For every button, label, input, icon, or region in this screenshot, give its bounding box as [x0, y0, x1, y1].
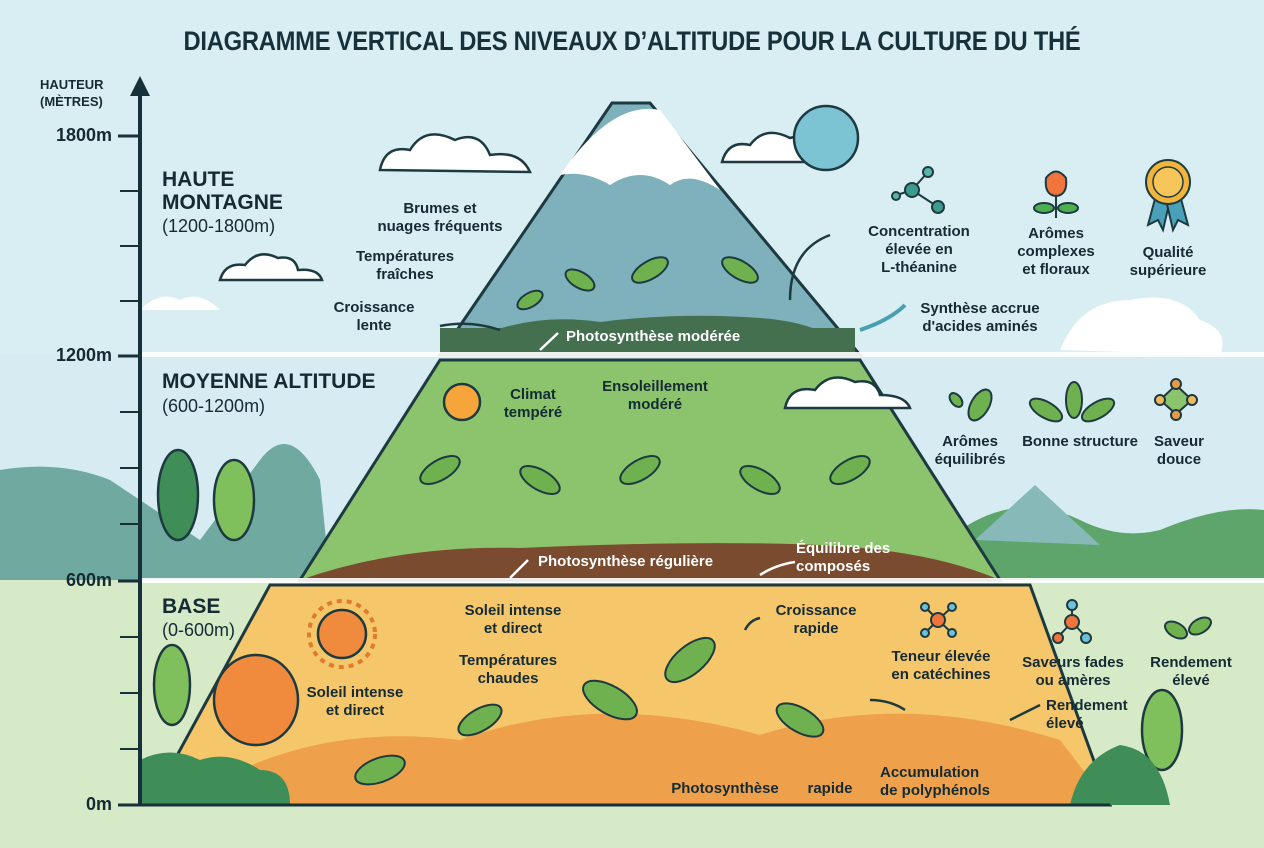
result-high-yield-line1: Rendement: [1150, 654, 1232, 671]
molecule-orange-icon: [920, 602, 957, 638]
effect-polyphenol-line2: de polyphénols: [880, 782, 991, 799]
effect-amino-acids-line2: d'acides aminés: [922, 318, 1038, 335]
result-high-yield-line2: élevé: [1172, 672, 1210, 689]
effect-amino-acids: Synthèse accrue d'acides aminés: [900, 300, 1060, 336]
tick-0: 0m: [85, 794, 112, 814]
process-photosynthesis-right: rapide: [807, 780, 853, 797]
condition-intense-sun-left: Soleil intense et direct: [300, 684, 410, 720]
result-bland-bitter-flavors: Saveurs fades ou amères: [1012, 654, 1134, 690]
condition-mist: Brumes et nuages fréquents: [360, 200, 520, 236]
condition-rapid-growth: Croissance rapide: [756, 602, 876, 638]
condition-moderate-sunshine-line1: Ensoleillement: [602, 378, 708, 395]
condition-slow-growth: Croissance lente: [318, 299, 430, 335]
condition-mist-line2: nuages fréquents: [377, 218, 503, 235]
condition-moderate-sunshine-line2: modéré: [627, 396, 683, 413]
result-l-theanine-line1: Concentration: [868, 223, 970, 240]
zone-high-name-line1: HAUTE: [162, 168, 235, 191]
result-bland-bitter-line2: ou amères: [1035, 672, 1111, 689]
result-floral-aromas: Arômes complexes et floraux: [1005, 225, 1107, 279]
effect-high-yield: Rendement élevé: [1046, 697, 1146, 733]
condition-moderate-sunshine: Ensoleillement modéré: [590, 378, 720, 414]
flower-icon: [1033, 170, 1079, 218]
condition-slow-growth-line2: lente: [356, 317, 392, 334]
condition-hot-temp: Températures chaudes: [438, 652, 578, 688]
process-photosynthesis-left: Photosynthèse: [671, 780, 779, 797]
condition-rapid-growth-line1: Croissance: [775, 602, 857, 619]
leaves-icon: [1028, 381, 1116, 423]
zone-high-name: HAUTE MONTAGNE: [162, 168, 283, 214]
effect-polyphenol-accumulation: Accumulation de polyphénols: [880, 764, 1020, 800]
result-catechins-line1: Teneur élevée: [891, 648, 991, 665]
condition-temperate-climate: Climat tempéré: [498, 386, 568, 422]
sun-icon: [792, 104, 860, 172]
network-icon: [1154, 378, 1198, 421]
zone-high-name-line2: MONTAGNE: [162, 191, 283, 214]
result-superior-quality-line2: supérieure: [1129, 262, 1207, 279]
effect-balanced-compounds-line2: composés: [796, 558, 871, 575]
effect-high-yield-line2: élevé: [1046, 715, 1084, 732]
result-balanced-aromas: Arômes équilibrés: [928, 433, 1012, 469]
process-regular-photosynthesis: Photosynthèse régulière: [538, 553, 714, 570]
condition-cool-temp: Températures fraîches: [340, 248, 470, 284]
result-superior-quality: Qualité supérieure: [1118, 244, 1218, 280]
result-good-structure: Bonne structure: [1022, 433, 1138, 450]
process-moderate-photosynthesis: Photosynthèse modérée: [566, 328, 741, 345]
result-mild-flavor-line2: douce: [1156, 451, 1202, 468]
result-balanced-aromas-line1: Arômes: [942, 433, 998, 450]
condition-intense-sun-left-line2: et direct: [325, 702, 385, 719]
leaf-icon: [948, 388, 993, 422]
result-l-theanine: Concentration élevée en L-théanine: [850, 223, 988, 277]
result-l-theanine-line3: L-théanine: [881, 259, 957, 276]
effect-amino-acids-line1: Synthèse accrue: [920, 300, 1040, 317]
sprout-icon: [1164, 616, 1212, 640]
effect-balanced-compounds-line1: Équilibre des: [796, 540, 891, 557]
axis-title: HAUTEUR (MÈTRES): [40, 76, 104, 110]
result-l-theanine-line2: élevée en: [885, 241, 953, 258]
zone-middle-range: (600-1200m): [162, 396, 266, 416]
condition-hot-temp-line2: chaudes: [477, 670, 539, 687]
result-balanced-aromas-line2: équilibrés: [934, 451, 1006, 468]
tick-600: 600m: [65, 570, 112, 590]
condition-intense-sun-line2: et direct: [483, 620, 543, 637]
condition-slow-growth-line1: Croissance: [333, 299, 415, 316]
condition-intense-sun-left-line1: Soleil intense: [306, 684, 404, 701]
condition-hot-temp-line1: Températures: [458, 652, 558, 669]
result-floral-aromas-line2: complexes: [1017, 243, 1095, 260]
effect-high-yield-line1: Rendement: [1046, 697, 1128, 714]
condition-cool-temp-line2: fraîches: [376, 266, 434, 283]
effect-balanced-compounds: Équilibre des composés: [796, 540, 916, 576]
axis-title-line1: HAUTEUR: [40, 77, 104, 92]
tick-1200: 1200m: [55, 345, 112, 365]
result-mild-flavor: Saveur douce: [1148, 433, 1210, 469]
molecule-icon: [891, 166, 945, 214]
award-medal-icon: [1145, 159, 1191, 233]
condition-cool-temp-line1: Températures: [355, 248, 455, 265]
condition-intense-sun-line1: Soleil intense: [464, 602, 562, 619]
result-catechins: Teneur élevée en catéchines: [876, 648, 1006, 684]
result-mild-flavor-line1: Saveur: [1153, 433, 1205, 450]
result-superior-quality-line1: Qualité: [1142, 244, 1194, 261]
page-title: DIAGRAMME VERTICAL DES NIVEAUX D’ALTITUD…: [183, 26, 1081, 56]
condition-rapid-growth-line2: rapide: [793, 620, 839, 637]
axis-title-line2: (MÈTRES): [40, 94, 103, 109]
result-high-yield: Rendement élevé: [1136, 654, 1246, 690]
effect-polyphenol-line1: Accumulation: [880, 764, 980, 781]
result-floral-aromas-line1: Arômes: [1028, 225, 1084, 242]
zone-base-name: BASE: [162, 595, 221, 618]
zone-middle-name: MOYENNE ALTITUDE: [162, 370, 376, 393]
condition-temperate-climate-line2: tempéré: [503, 404, 563, 421]
result-bland-bitter-line1: Saveurs fades: [1022, 654, 1124, 671]
condition-mist-line1: Brumes et: [403, 200, 477, 217]
zone-base-range: (0-600m): [162, 620, 236, 640]
result-catechins-line2: en catéchines: [891, 666, 991, 683]
condition-temperate-climate-line1: Climat: [510, 386, 556, 403]
zone-high-range: (1200-1800m): [162, 216, 276, 236]
condition-intense-sun: Soleil intense et direct: [448, 602, 578, 638]
molecule-blue-icon: [1052, 599, 1092, 644]
result-floral-aromas-line3: et floraux: [1022, 261, 1090, 278]
tick-1800: 1800m: [55, 125, 112, 145]
